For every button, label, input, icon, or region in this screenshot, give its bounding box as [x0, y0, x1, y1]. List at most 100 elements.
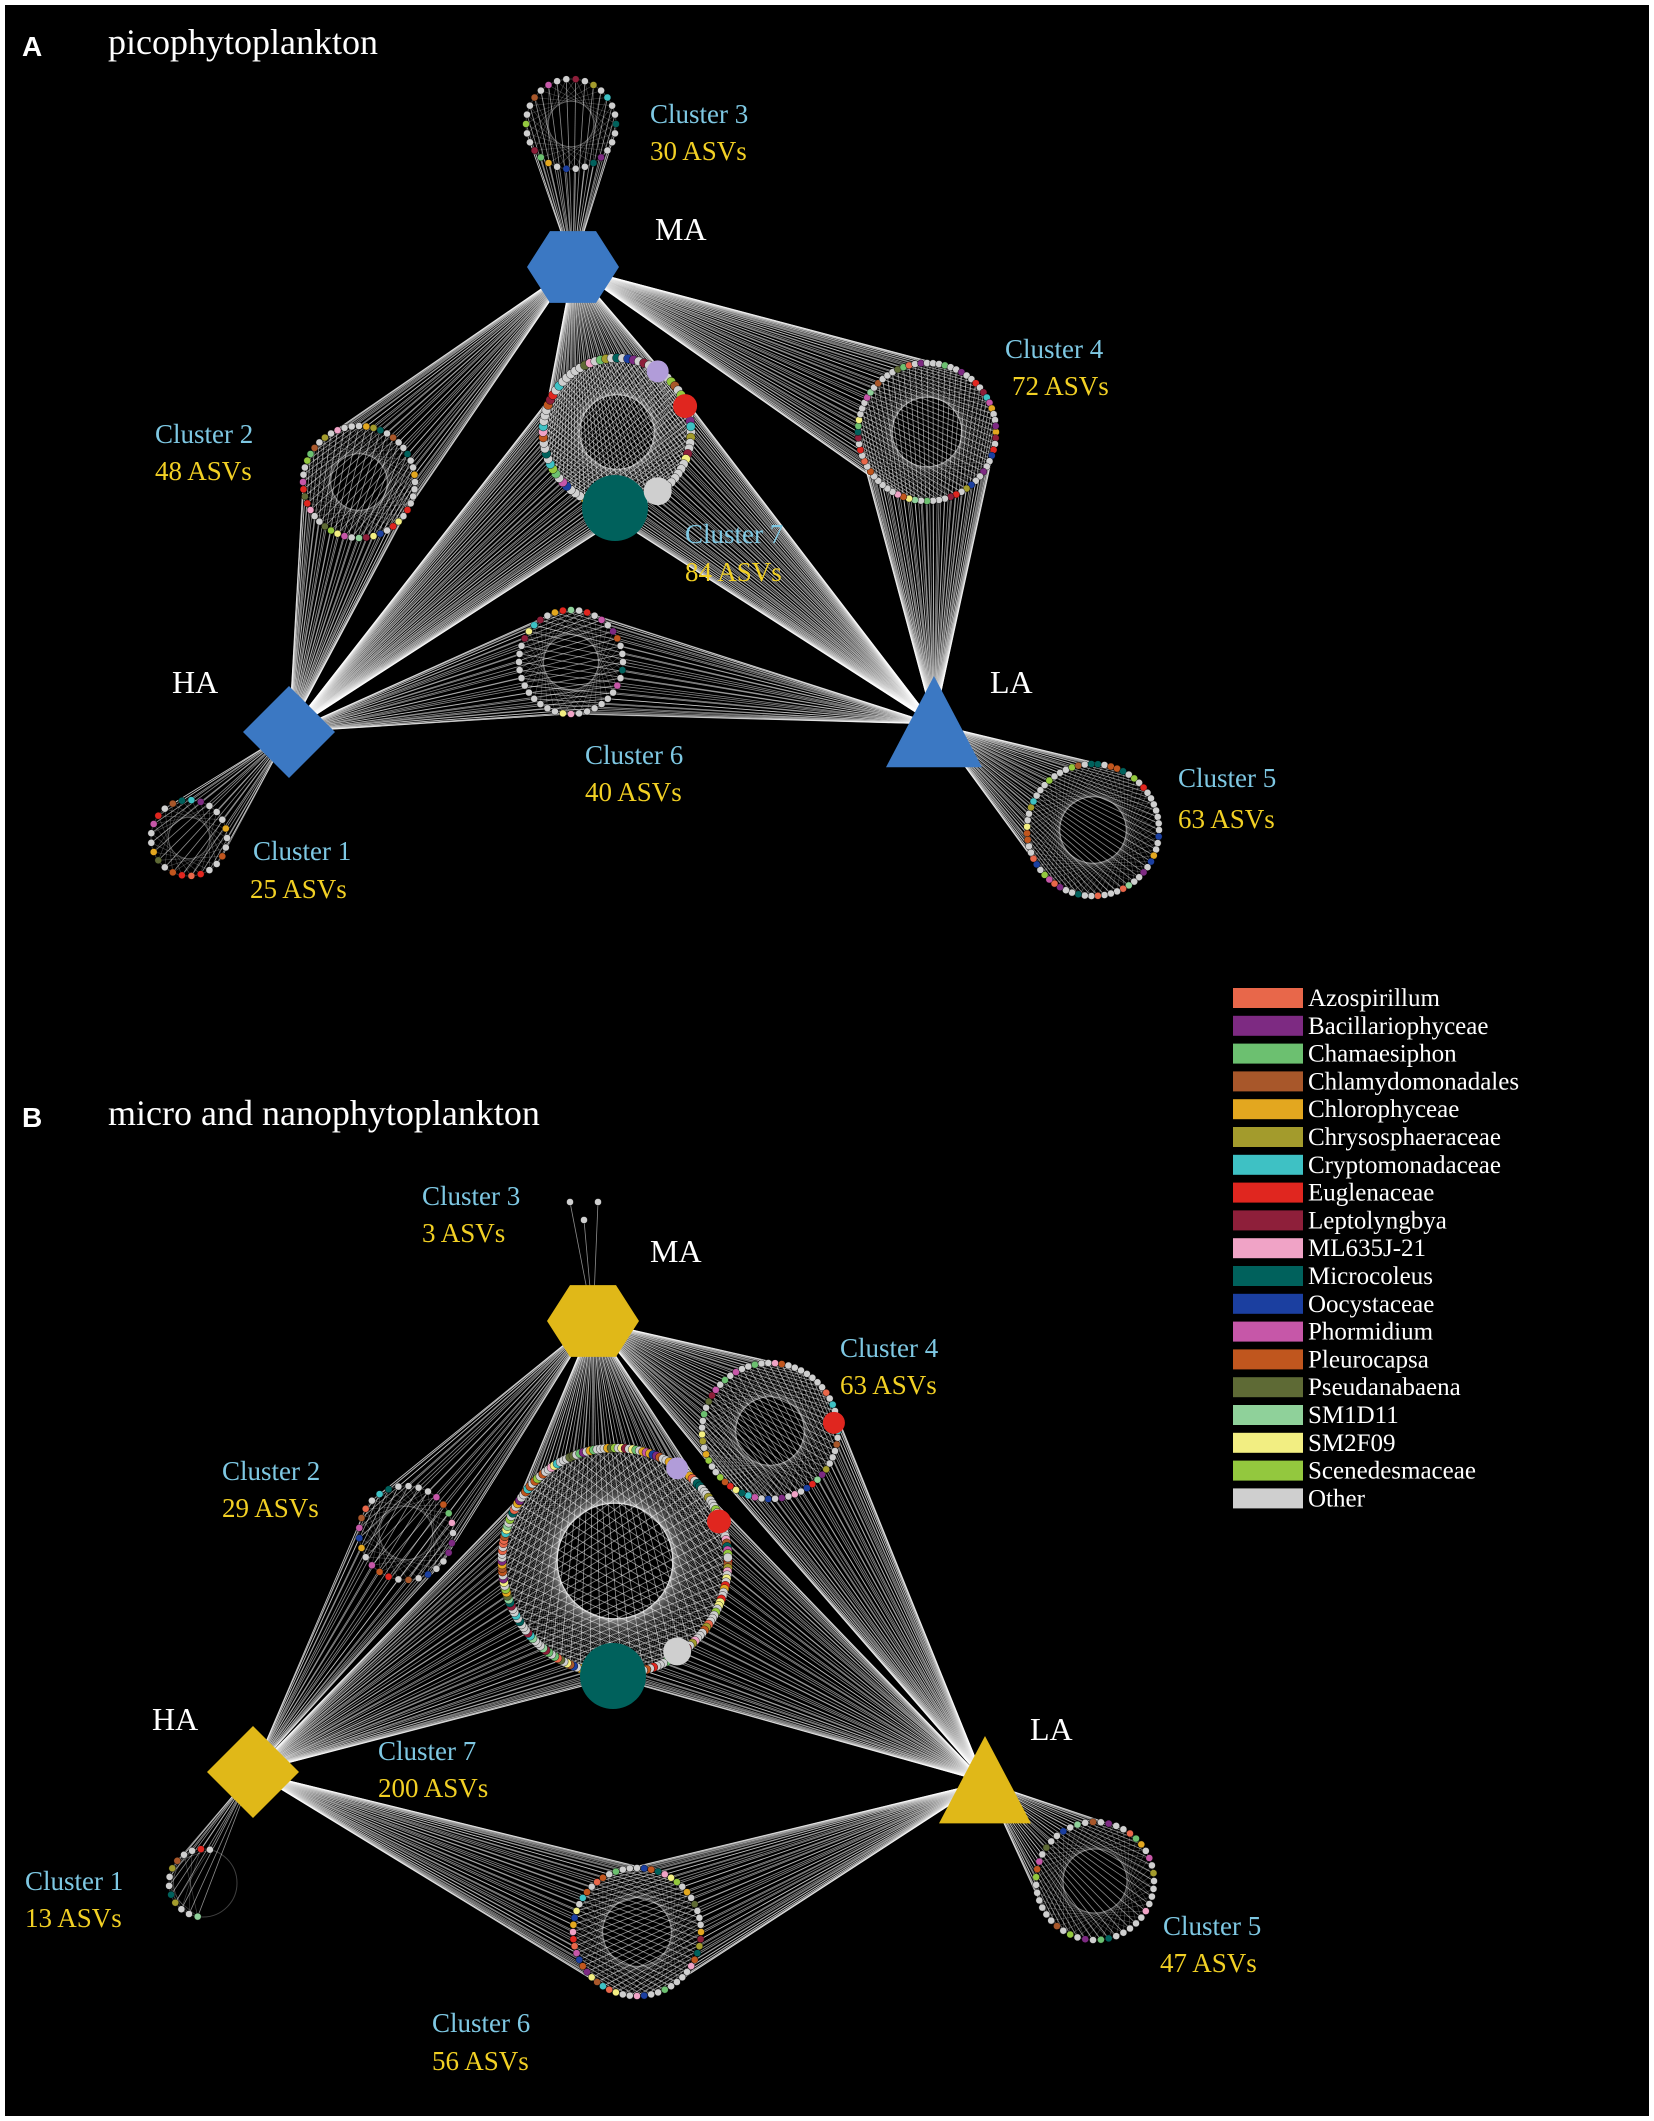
panel-b-cluster-5-node	[1097, 1818, 1105, 1827]
panel-b-cluster-5-chord	[1039, 1822, 1102, 1901]
panel-a-cluster-6-chord	[570, 638, 618, 715]
legend-label: Oocystaceae	[1308, 1291, 1434, 1318]
panel-b-cluster-7-edge	[252, 1512, 718, 1773]
panel-b-cluster-4-edge	[741, 1368, 986, 1783]
panel-b-cluster-4-chord	[730, 1437, 838, 1487]
panel-b-cluster-2-edge	[418, 1320, 594, 1579]
panel-b-cluster-2-chord	[365, 1504, 444, 1510]
panel-a-cluster-1-chord	[158, 815, 223, 820]
panel-b-cluster-1-chord	[175, 1849, 211, 1903]
panel-b-hub-ha	[207, 1726, 299, 1818]
panel-a-cluster-4-edge	[933, 402, 990, 725]
panel-a-cluster-5-chord	[1028, 846, 1140, 878]
panel-b-cluster-7-chord	[501, 1564, 673, 1659]
panel-b-cluster-2-node	[448, 1519, 456, 1527]
panel-b-cluster-7-chord	[566, 1458, 728, 1569]
panel-b-cluster-4-mesh	[701, 1362, 839, 1500]
panel-b-cluster-7-highlight-node	[663, 1637, 692, 1666]
panel-a-cluster-1-chord	[153, 851, 217, 865]
panel-a-cluster-4-chord	[860, 365, 946, 451]
panel-a-cluster-4-edge	[572, 266, 875, 388]
panel-a-cluster-5-chord	[1097, 792, 1148, 896]
panel-b-cluster-6-count: 56 ASVs	[432, 2046, 529, 2076]
panel-a-hubs	[243, 231, 982, 778]
panel-a-cluster-4-chord	[864, 402, 934, 501]
panel-b-cluster-2-chord	[418, 1504, 444, 1579]
panel-b-cluster-5-node	[1112, 1932, 1120, 1940]
panel-b-cluster-6-node	[619, 1990, 627, 1999]
panel-b-cluster-7-edge	[252, 1668, 581, 1773]
panel-b-cluster-5-node	[1089, 1936, 1097, 1944]
panel-b-cluster-7-edge	[252, 1449, 595, 1773]
panel-a-cluster-4-chord	[860, 413, 946, 499]
panel-a-cluster-4-chord	[892, 371, 997, 433]
panel-a-cluster-1-node	[205, 866, 214, 874]
panel-a-cluster-4-edge	[864, 402, 935, 725]
panel-a-cluster-7-chord	[559, 385, 686, 406]
panel-a-cluster-5-chord	[1122, 774, 1130, 889]
panel-a-cluster-7-edge	[589, 362, 935, 725]
legend-swatch	[1233, 1015, 1303, 1036]
panel-a-title: picophytoplankton	[108, 22, 378, 62]
panel-a-cluster-4-edge	[572, 266, 863, 456]
panel-b-cluster-4-node	[726, 1372, 734, 1380]
panel-b-cluster-4-node	[797, 1487, 805, 1496]
panel-a-cluster-5-chord	[1033, 764, 1099, 859]
panel-b-cluster-5-node	[1032, 1881, 1040, 1889]
panel-a-cluster-7-edge	[550, 399, 935, 725]
panel-a-cluster-6-chord	[519, 612, 588, 671]
panel-a-cluster-2-edge	[288, 442, 320, 733]
panel-b-cluster-2-node	[424, 1570, 432, 1579]
panel-a-cluster-5-node	[1153, 813, 1162, 821]
panel-b-cluster-4-chord	[781, 1387, 823, 1499]
panel-b-cluster-5-node	[1032, 1873, 1040, 1881]
panel-b-cluster-6-edge	[252, 1771, 700, 1919]
panel-a-cluster-4-chord	[864, 392, 984, 404]
panel-b-cluster-7-chord	[512, 1494, 707, 1514]
panel-a-cluster-4-edge	[572, 266, 994, 451]
panel-b-cluster-2-node	[414, 1574, 423, 1583]
panel-a-cluster-1-chord	[164, 808, 226, 829]
panel-b-cluster-4-chord	[702, 1440, 813, 1485]
panel-a-cluster-1-node	[178, 797, 186, 805]
panel-a-cluster-4-chord	[862, 455, 980, 477]
panel-b-cluster-4-node	[764, 1359, 772, 1367]
panel-a-cluster-2-name: Cluster 2	[155, 419, 253, 449]
panel-b-cluster-4-chord	[719, 1384, 756, 1498]
panel-a-cluster-7-chord	[543, 442, 664, 491]
panel-b-cluster-6-chord	[572, 1931, 665, 1990]
panel-a-cluster-3-node	[523, 110, 531, 119]
panel-b-cluster-7-chord	[639, 1486, 701, 1672]
panel-a-cluster-6-node	[604, 621, 612, 629]
panel-a-cluster-2-chord	[366, 447, 404, 538]
panel-a-cluster-2-edge	[288, 430, 381, 733]
panel-a-cluster-6-node	[567, 710, 575, 718]
panel-a-cluster-6-chord	[594, 619, 602, 709]
legend-item: Scenedesmaceae	[1233, 1458, 1476, 1485]
panel-b-cluster-4-edge	[703, 1447, 986, 1783]
panel-b-cluster-6-edge	[252, 1771, 701, 1940]
panel-b-cluster-4-chord	[794, 1367, 813, 1485]
panel-a-cluster-4-edge	[897, 369, 935, 725]
panel-b-cluster-6-node	[693, 1949, 702, 1957]
panel-b-cluster-6-chord	[636, 1904, 695, 1997]
panel-a-cluster-5-node	[1023, 836, 1032, 844]
panel-a-cluster-6-edge	[607, 624, 935, 725]
panel-b-cluster-7-edge	[724, 1532, 986, 1783]
panel-b-cluster-7-chord	[521, 1497, 716, 1510]
panel-a-cluster-3-node	[572, 75, 580, 83]
panel-a-cluster-2-edge	[407, 266, 574, 455]
panel-a-cluster-2-count: 48 ASVs	[155, 456, 252, 486]
panel-b-cluster-7-edge	[252, 1611, 716, 1773]
panel-b-cluster-4-chord	[724, 1379, 837, 1418]
panel-b-hub-label-ma: MA	[650, 1233, 702, 1269]
panel-b-cluster-6-edge	[574, 1781, 986, 1919]
panel-b-cluster-7-edge	[573, 1455, 986, 1783]
panel-b-cluster-4-edge	[715, 1389, 986, 1783]
panel-b-cluster-2-edge	[252, 1489, 389, 1773]
panel-b-cluster-6-edge	[609, 1781, 986, 1991]
panel-a-cluster-2-chord	[330, 433, 416, 483]
panel-a-cluster-5-node	[1139, 868, 1148, 877]
panel-b-cluster-2-edge	[252, 1568, 437, 1773]
panel-a-cluster-5-node	[1025, 810, 1033, 818]
